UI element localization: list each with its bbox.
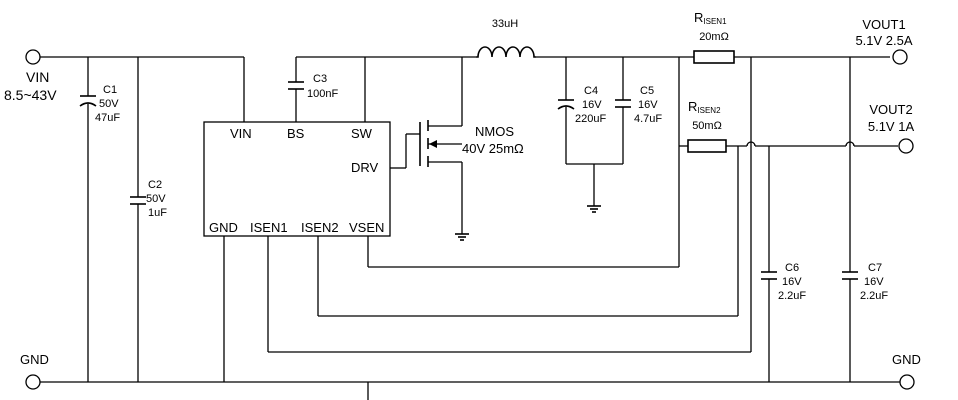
vout2-spec: 5.1V 1A [868,119,915,134]
terminals [25,49,915,390]
c5-name: C5 [640,85,654,97]
cap-c5-symbol [615,99,631,108]
r1-subscript: ISEN1 [703,17,727,26]
c3-name: C3 [313,73,327,85]
pin-sw: SW [351,126,373,141]
c7-name: C7 [868,262,882,274]
pin-drv: DRV [351,160,379,175]
c1-voltage: 50V [99,98,119,110]
pin-isen2: ISEN2 [301,220,339,235]
cap-c7-symbol [842,271,858,280]
c3-value: 100nF [307,88,338,100]
c5-value: 4.7uF [634,113,662,125]
c5-voltage: 16V [638,99,658,111]
c6-voltage: 16V [782,276,802,288]
c1-name: C1 [103,84,117,96]
ground-symbol-mosfet [455,233,469,241]
c1-value: 47uF [95,112,120,124]
nmos-symbol [419,120,462,167]
vout2-label: VOUT2 [869,102,912,117]
pin-vin: VIN [230,126,252,141]
resistor-isen2-symbol [687,139,727,153]
wires [40,56,900,400]
cap-c3-symbol [288,81,304,90]
c2-voltage: 50V [146,193,166,205]
vout1-terminal [892,49,908,65]
controller-ic [203,121,391,237]
vout1-label: VOUT1 [862,17,905,32]
pin-gnd: GND [209,220,238,235]
ground-symbol-output-caps [587,205,601,213]
c7-voltage: 16V [864,276,884,288]
gnd-terminal-left [25,374,41,390]
vout1-spec: 5.1V 2.5A [855,33,912,48]
vin-terminal [25,49,41,65]
cap-c4-symbol [557,99,575,110]
mosfet-type-label: NMOS [475,124,514,139]
pin-isen1: ISEN1 [250,220,288,235]
pin-bs: BS [287,126,305,141]
c7-value: 2.2uF [860,290,888,302]
c6-value: 2.2uF [778,290,806,302]
vin-label: VIN [26,69,49,85]
pin-vsen: VSEN [349,220,384,235]
c6-name: C6 [785,262,799,274]
cap-c2-symbol [130,196,146,205]
cap-c6-symbol [761,271,777,280]
gnd-terminal-right [899,374,915,390]
cap-c1-symbol [79,95,97,107]
r1-value: 20mΩ [699,31,729,43]
c2-name: C2 [148,179,162,191]
r2-designator: RISEN2 [688,99,721,115]
r2-prefix: R [688,99,697,114]
r1-designator: RISEN1 [694,10,727,26]
mosfet-spec-label: 40V 25mΩ [462,141,524,156]
inductor-symbol [476,46,536,58]
c4-name: C4 [584,85,598,97]
vin-range-label: 8.5~43V [4,87,57,103]
vout2-terminal [898,138,914,154]
inductor-label: 33uH [492,18,518,30]
c4-value: 220uF [575,113,606,125]
gnd-label-left: GND [20,352,49,367]
r1-prefix: R [694,10,703,25]
resistor-isen1-symbol [693,50,735,64]
c4-voltage: 16V [582,99,602,111]
r2-value: 50mΩ [692,120,722,132]
r2-subscript: ISEN2 [697,106,721,115]
gnd-label-right: GND [892,352,921,367]
c2-value: 1uF [148,207,167,219]
